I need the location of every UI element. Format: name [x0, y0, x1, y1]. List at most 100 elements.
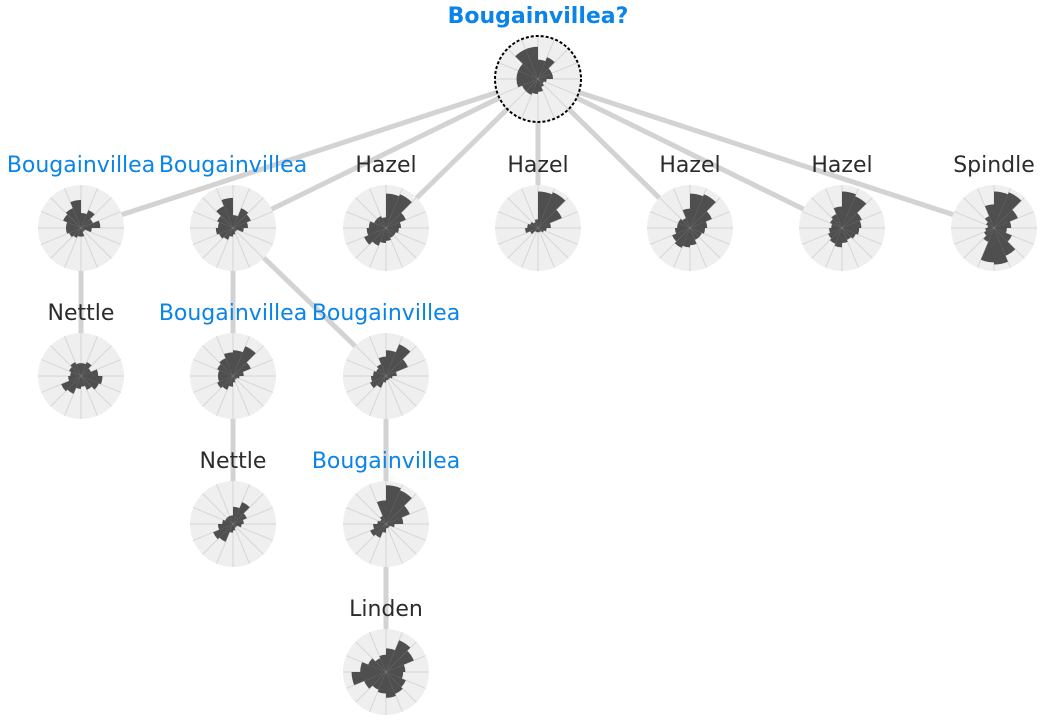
rose-wedge — [233, 506, 240, 524]
rose-wedge — [674, 228, 690, 234]
rose-wedge — [81, 376, 103, 385]
node-c6[interactable]: Hazel — [799, 153, 885, 271]
rose-wedge — [233, 215, 238, 228]
rose-wedge — [379, 516, 386, 524]
rose-wedge — [229, 228, 233, 237]
rose-wedge — [682, 228, 690, 248]
rose-wedge — [370, 376, 386, 389]
node-ggg1[interactable]: Linden — [343, 597, 429, 715]
rose-wedge — [228, 376, 233, 387]
node-root[interactable]: Bougainvillea? — [448, 4, 629, 123]
rose-wedge — [994, 228, 1007, 233]
rose-wedge — [70, 362, 81, 376]
rose-wedge — [538, 79, 544, 84]
rose-wedge — [842, 228, 856, 239]
rose-wedge — [830, 218, 842, 228]
node-gg2[interactable]: Bougainvillea — [312, 449, 460, 567]
node-label: Hazel — [355, 153, 416, 178]
node-g1[interactable]: Nettle — [38, 301, 124, 419]
rose-wedge — [386, 359, 408, 376]
rose-wedge — [386, 193, 400, 228]
rose-wedge — [368, 221, 386, 228]
rose-wedge — [373, 524, 386, 529]
rose-wedge — [221, 197, 233, 228]
rose-wedge — [226, 516, 233, 524]
rose-wedge — [368, 658, 386, 672]
rose-wedge — [530, 228, 538, 235]
rose-wedge — [81, 363, 86, 376]
rose-wedge — [994, 228, 1012, 242]
node-gg1[interactable]: Nettle — [190, 449, 276, 567]
rose-wedge — [386, 344, 411, 376]
rose-wedge — [217, 524, 233, 530]
rose-wedge — [538, 79, 547, 83]
rose-wedge — [842, 228, 860, 235]
rose-wedge — [690, 211, 712, 228]
node-label: Bougainvillea? — [448, 4, 629, 29]
rose-wedge — [842, 220, 862, 228]
rose-wedge — [217, 370, 233, 376]
rose-wedge — [364, 672, 386, 689]
rose-wedge — [530, 221, 538, 228]
rose-wedge — [233, 228, 244, 233]
rose-wedge — [76, 363, 81, 376]
query-ring — [494, 35, 582, 123]
rose-wedge — [538, 79, 543, 92]
node-c3[interactable]: Hazel — [343, 153, 429, 271]
rose-wedge — [381, 217, 386, 228]
rose-wedge — [829, 228, 842, 244]
rose-wedge — [377, 672, 386, 694]
rose-wedge — [370, 376, 386, 382]
rose-wedge — [233, 524, 237, 528]
rose-wedge — [81, 228, 85, 232]
node-c5[interactable]: Hazel — [647, 153, 733, 271]
rose-wedge — [386, 485, 401, 524]
node-g2[interactable]: Bougainvillea — [159, 301, 307, 419]
rose-wedge — [527, 223, 538, 228]
rose-wedge — [81, 228, 85, 232]
node-c2[interactable]: Bougainvillea — [159, 153, 307, 271]
rose-wedge — [233, 519, 244, 524]
node-c4[interactable]: Hazel — [495, 153, 581, 271]
rose-wedge — [386, 648, 396, 672]
rose-wedge — [233, 376, 237, 380]
rose-wedge — [233, 208, 249, 228]
rose-wedge — [842, 196, 867, 228]
rose-wedge — [538, 228, 547, 232]
rose-wedge — [223, 352, 233, 376]
node-g3[interactable]: Bougainvillea — [312, 301, 460, 419]
rose-wedge — [233, 371, 244, 376]
node-label: Spindle — [953, 153, 1035, 178]
rose-wedge — [215, 228, 233, 235]
rose-wedge — [70, 200, 81, 228]
node-c7[interactable]: Spindle — [951, 153, 1037, 271]
rose-wedge — [538, 79, 545, 87]
rose-wedge — [984, 228, 994, 236]
rose-wedge — [68, 376, 81, 381]
rose-wedge — [233, 376, 237, 380]
rose-wedge — [233, 524, 236, 531]
rose-wedge — [516, 70, 538, 79]
rose-wedge — [378, 356, 386, 376]
rose-wedge — [386, 371, 397, 376]
rose-wedge — [223, 228, 233, 240]
node-c1[interactable]: Bougainvillea — [7, 153, 155, 271]
rose-wedge — [233, 524, 242, 528]
rose-wedge — [538, 228, 544, 233]
rose-wedge — [65, 208, 81, 228]
rose-wedge — [682, 218, 690, 228]
rose-wedge — [366, 228, 386, 236]
rose-wedge — [217, 376, 233, 382]
rose-wedge — [386, 376, 390, 380]
rose-wedge — [233, 346, 256, 376]
rose-wedge — [81, 362, 92, 376]
rose-wedge — [372, 672, 386, 690]
rose-wedge — [219, 524, 233, 542]
rose-wedge — [376, 376, 386, 388]
rose-wedge — [525, 79, 538, 95]
rose-wedge — [532, 79, 538, 95]
rose-wedge — [984, 204, 994, 228]
rose-wedge — [233, 376, 236, 383]
rose-wedge — [370, 524, 386, 537]
rose-wedge — [994, 228, 1016, 256]
